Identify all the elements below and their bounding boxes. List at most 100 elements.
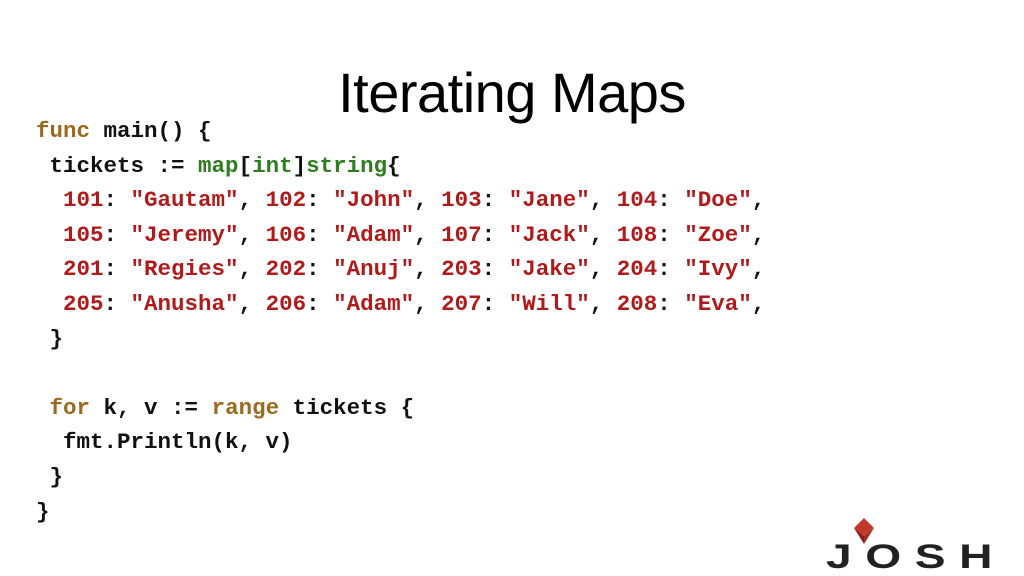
code-text [36, 256, 63, 282]
code-text: : [103, 221, 131, 248]
code-string: "Anuj" [333, 256, 415, 283]
code-line: 205: "Anusha", 206: "Adam", 207: "Will",… [36, 287, 765, 322]
code-string: "Will" [508, 290, 590, 317]
code-text: : [103, 290, 131, 317]
code-text: : [306, 290, 334, 317]
code-text: , [238, 290, 266, 317]
code-string: "Jane" [508, 187, 590, 214]
code-text: , [414, 187, 442, 214]
code-text: } [36, 498, 50, 525]
code-text: : [481, 256, 509, 283]
code-text [36, 395, 50, 421]
code-number: 106 [265, 221, 307, 248]
code-text: : [481, 221, 509, 248]
code-text: : [481, 187, 509, 214]
code-number: 201 [63, 256, 104, 283]
code-number: 108 [616, 221, 658, 248]
code-number: 205 [63, 290, 104, 317]
code-text: , [751, 290, 766, 317]
code-string: "Regies" [130, 256, 239, 283]
code-number: 103 [441, 187, 482, 214]
code-text: , [238, 221, 266, 248]
code-string: "Doe" [684, 187, 752, 214]
code-line: 201: "Regies", 202: "Anuj", 203: "Jake",… [36, 252, 765, 287]
code-string: "Adam" [333, 290, 415, 317]
code-line [36, 356, 765, 391]
josh-logo: JOSH [826, 518, 1006, 572]
code-type: int [252, 152, 293, 179]
code-text: : [657, 256, 685, 283]
code-text: k, v := [90, 394, 212, 421]
code-text: main() { [90, 118, 212, 144]
code-text: , [589, 290, 617, 317]
code-text: , [414, 290, 442, 317]
code-line: 101: "Gautam", 102: "John", 103: "Jane",… [36, 183, 765, 218]
code-line: } [36, 322, 765, 357]
code-text: , [751, 187, 766, 214]
code-line: } [36, 460, 765, 495]
code-text: : [306, 221, 334, 248]
code-line: tickets := map[int]string{ [36, 149, 765, 184]
ruby-gem-icon [854, 518, 874, 544]
code-line: func main() { [36, 114, 765, 149]
code-string: "Jake" [508, 256, 590, 283]
code-line: fmt.Println(k, v) [36, 425, 765, 460]
code-line: } [36, 495, 765, 530]
code-string: "Jeremy" [130, 221, 239, 248]
code-number: 204 [616, 256, 658, 283]
code-text: { [387, 152, 401, 179]
logo-text: JOSH [826, 538, 1006, 572]
code-string: "John" [333, 187, 415, 214]
code-text: } [36, 463, 64, 490]
code-string: "Zoe" [684, 221, 752, 248]
code-text: , [589, 256, 617, 283]
code-text: tickets := [36, 152, 199, 179]
code-number: 102 [265, 187, 307, 214]
code-text [36, 222, 63, 248]
code-type: string [306, 152, 388, 179]
code-text: ] [292, 152, 307, 179]
code-number: 202 [265, 256, 307, 283]
code-line: 105: "Jeremy", 106: "Adam", 107: "Jack",… [36, 218, 765, 253]
code-text: , [589, 187, 617, 214]
slide-title: Iterating Maps [338, 60, 686, 124]
code-text: , [751, 256, 766, 283]
code-text: [ [238, 152, 253, 179]
code-type: map [198, 152, 239, 179]
code-string: "Adam" [333, 221, 415, 248]
code-string: "Anusha" [130, 290, 239, 317]
code-keyword: for [49, 394, 91, 421]
code-text: : [306, 187, 334, 214]
code-string: "Ivy" [684, 256, 752, 283]
code-text: : [103, 187, 131, 214]
code-number: 104 [616, 187, 658, 214]
code-number: 101 [63, 187, 104, 214]
code-text: , [589, 221, 617, 248]
code-text: : [657, 290, 685, 317]
code-number: 206 [265, 290, 307, 317]
code-number: 203 [441, 256, 482, 283]
code-text: , [238, 187, 266, 214]
code-text: } [36, 325, 64, 352]
code-keyword: func [36, 118, 91, 144]
code-number: 107 [441, 221, 482, 248]
code-string: "Jack" [508, 221, 590, 248]
code-text: , [238, 256, 266, 283]
code-text [36, 291, 63, 317]
code-text: tickets { [279, 394, 415, 421]
code-text: : [657, 221, 685, 248]
code-text: fmt.Println(k, v) [36, 429, 293, 456]
code-string: "Eva" [684, 290, 752, 317]
code-text: : [306, 256, 334, 283]
code-line: for k, v := range tickets { [36, 391, 765, 426]
code-number: 105 [63, 221, 104, 248]
code-string: "Gautam" [130, 187, 239, 214]
code-text: : [103, 256, 131, 283]
code-text: : [481, 290, 509, 317]
code-text: : [657, 187, 685, 214]
code-text: , [751, 221, 766, 248]
code-number: 208 [616, 290, 658, 317]
code-text [36, 187, 63, 213]
code-keyword: range [211, 394, 280, 421]
code-number: 207 [441, 290, 482, 317]
